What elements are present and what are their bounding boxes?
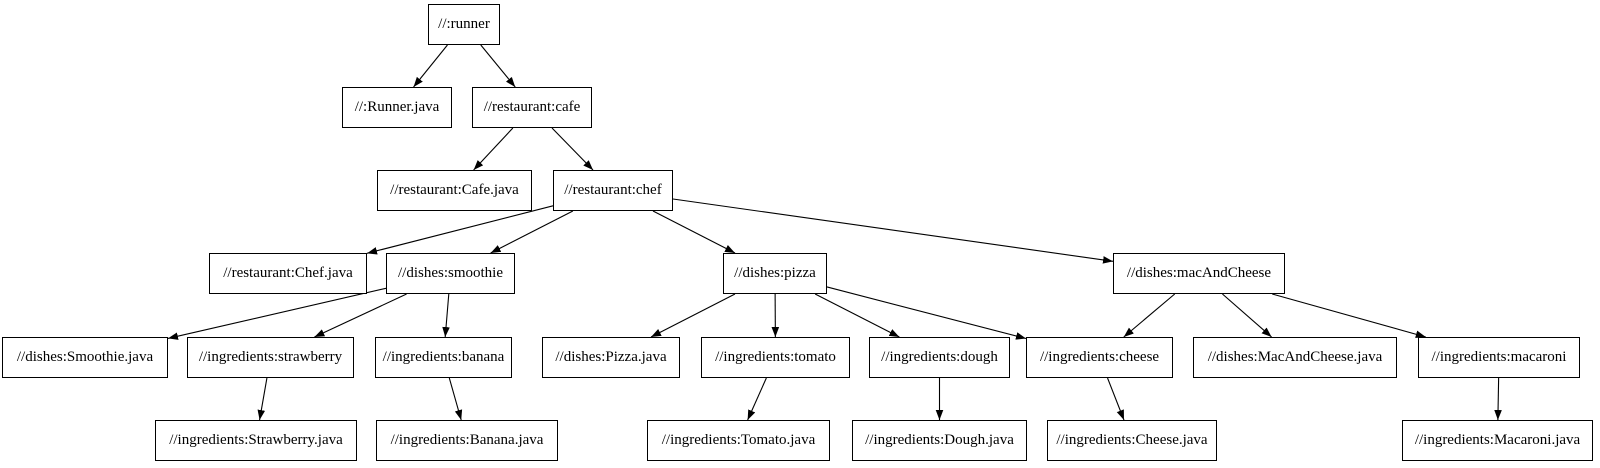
graph-node-smoothie-java: //dishes:Smoothie.java xyxy=(2,337,168,378)
node-label: //ingredients:tomato xyxy=(715,349,836,365)
node-label: //ingredients:strawberry xyxy=(198,349,343,365)
edge-smoothie-to-smoothie-java xyxy=(167,287,387,340)
edge-chef-to-chef-java xyxy=(366,205,554,255)
graph-node-cheese: //ingredients:cheese xyxy=(1026,337,1173,378)
node-label: //ingredients:dough xyxy=(881,349,998,365)
graph-node-chef-java: //restaurant:Chef.java xyxy=(209,253,367,294)
edge-smoothie-to-banana xyxy=(442,293,450,338)
node-label: //ingredients:Tomato.java xyxy=(661,432,816,448)
node-label: //ingredients:cheese xyxy=(1039,349,1160,365)
edge-pizza-to-dough xyxy=(814,293,900,338)
graph-node-mac-and-cheese: //dishes:macAndCheese xyxy=(1113,253,1285,294)
graph-node-tomato-java: //ingredients:Tomato.java xyxy=(647,420,830,461)
edge-smoothie-to-strawberry xyxy=(314,293,407,338)
node-label: //ingredients:Strawberry.java xyxy=(169,432,343,448)
node-label: //ingredients:banana xyxy=(382,349,505,365)
edge-banana-to-banana-java xyxy=(448,377,463,421)
graph-node-mac-and-cheese-java: //dishes:MacAndCheese.java xyxy=(1193,337,1397,378)
edge-cafe-to-chef xyxy=(551,127,594,171)
graph-node-smoothie: //dishes:smoothie xyxy=(386,253,515,294)
edge-chef-to-pizza xyxy=(652,210,736,254)
edge-cafe-to-cafe-java xyxy=(473,127,514,171)
node-label: //dishes:smoothie xyxy=(398,265,503,281)
node-label: //:runner xyxy=(438,16,490,32)
node-label: //restaurant:Chef.java xyxy=(223,265,353,281)
graph-node-runner-java: //:Runner.java xyxy=(342,87,452,128)
edge-macaroni-to-macaroni-java xyxy=(1494,377,1502,421)
graph-node-dough-java: //ingredients:Dough.java xyxy=(852,420,1027,461)
graph-node-strawberry-java: //ingredients:Strawberry.java xyxy=(155,420,357,461)
node-label: //dishes:macAndCheese xyxy=(1126,265,1272,281)
node-label: //ingredients:Dough.java xyxy=(865,432,1014,448)
node-label: //restaurant:chef xyxy=(564,182,662,198)
node-label: //ingredients:Banana.java xyxy=(390,432,544,448)
edge-mac-and-cheese-to-mac-and-cheese-java xyxy=(1222,293,1272,338)
edge-pizza-to-cheese xyxy=(826,286,1027,340)
graph-node-cafe: //restaurant:cafe xyxy=(472,87,592,128)
graph-node-cheese-java: //ingredients:Cheese.java xyxy=(1047,420,1217,461)
graph-node-dough: //ingredients:dough xyxy=(869,337,1010,378)
graph-node-strawberry: //ingredients:strawberry xyxy=(187,337,354,378)
graph-node-tomato: //ingredients:tomato xyxy=(701,337,850,378)
graph-node-banana: //ingredients:banana xyxy=(375,337,512,378)
edge-tomato-to-tomato-java xyxy=(747,377,767,421)
edge-cheese-to-cheese-java xyxy=(1107,377,1125,421)
node-label: //restaurant:Cafe.java xyxy=(390,182,519,198)
graph-node-pizza: //dishes:pizza xyxy=(723,253,827,294)
node-label: //ingredients:macaroni xyxy=(1431,349,1567,365)
node-label: //ingredients:Cheese.java xyxy=(1056,432,1208,448)
edge-runner-to-cafe xyxy=(480,44,516,88)
node-label: //ingredients:Macaroni.java xyxy=(1414,432,1581,448)
graph-node-macaroni: //ingredients:macaroni xyxy=(1418,337,1580,378)
edge-strawberry-to-strawberry-java xyxy=(257,377,268,421)
node-label: //:Runner.java xyxy=(354,99,440,115)
graph-node-macaroni-java: //ingredients:Macaroni.java xyxy=(1402,420,1593,461)
edge-pizza-to-pizza-java xyxy=(650,293,736,338)
node-label: //dishes:MacAndCheese.java xyxy=(1207,349,1383,365)
edge-runner-to-runner-java xyxy=(413,44,448,88)
graph-node-cafe-java: //restaurant:Cafe.java xyxy=(377,170,532,211)
node-label: //dishes:Pizza.java xyxy=(555,349,667,365)
graph-node-pizza-java: //dishes:Pizza.java xyxy=(542,337,680,378)
node-label: //restaurant:cafe xyxy=(483,99,581,115)
edge-chef-to-mac-and-cheese xyxy=(672,198,1114,264)
node-label: //dishes:pizza xyxy=(734,265,816,281)
edge-mac-and-cheese-to-cheese xyxy=(1123,293,1176,338)
graph-node-chef: //restaurant:chef xyxy=(553,170,673,211)
graph-node-runner: //:runner xyxy=(428,4,500,45)
node-label: //dishes:Smoothie.java xyxy=(16,349,154,365)
edge-mac-and-cheese-to-macaroni xyxy=(1272,293,1426,338)
edge-chef-to-smoothie xyxy=(490,210,574,254)
graph-node-banana-java: //ingredients:Banana.java xyxy=(376,420,558,461)
